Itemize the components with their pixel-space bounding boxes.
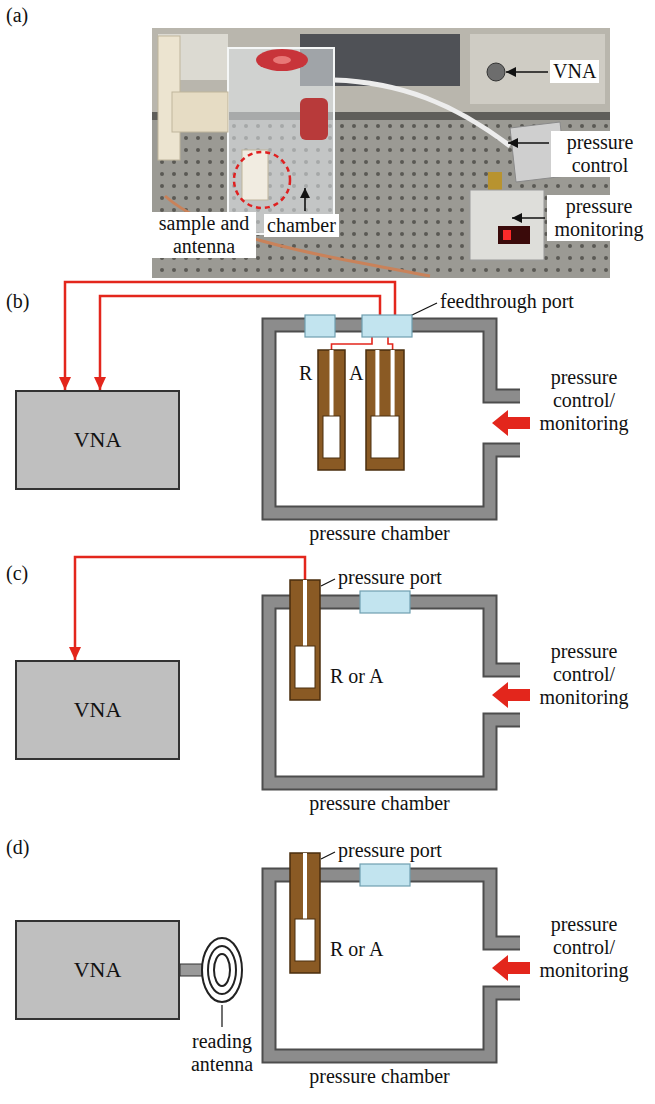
vna-panel	[470, 34, 605, 104]
sensor-probe	[290, 853, 320, 973]
part-label: pressure monitoring	[547, 195, 651, 241]
leader-lines	[222, 303, 437, 1027]
sensor-probe	[318, 350, 345, 470]
pointer-arrow	[304, 188, 306, 211]
probe-body	[366, 350, 404, 470]
reading-antenna-symbol	[180, 938, 242, 1002]
brass-fitting	[488, 172, 502, 190]
vna-port	[487, 63, 505, 81]
pressure-tube	[334, 80, 510, 146]
probe-window	[371, 416, 399, 458]
valve-bracket	[510, 122, 566, 182]
part-label: chamber	[264, 214, 339, 237]
port-box	[360, 864, 410, 886]
photo-ground	[152, 28, 610, 278]
pressure-chamber: pressure chamber	[262, 318, 497, 520]
red-lid-center	[273, 56, 291, 64]
box-label: VNA	[74, 427, 122, 453]
port-box	[360, 591, 410, 613]
probe-slit	[391, 350, 395, 416]
pressure-arrow	[492, 955, 530, 981]
highlight-circle	[234, 152, 290, 208]
probe-body	[318, 350, 345, 470]
flow-arrows	[492, 410, 530, 981]
probe-slit	[375, 350, 379, 416]
red-fitting	[300, 98, 328, 140]
pointer-arrow	[508, 142, 549, 144]
leader-line	[321, 852, 335, 859]
probe-slit	[303, 853, 307, 919]
pressure-arrow	[492, 682, 530, 708]
breadboard	[152, 120, 610, 278]
pressure-chamber: pressure chamber	[262, 595, 497, 790]
box-label: VNA	[74, 957, 122, 983]
red-lid	[256, 49, 308, 71]
chamber-caption: pressure chamber	[262, 1065, 497, 1088]
sensor-probe	[290, 580, 320, 700]
antenna-coil	[202, 938, 242, 1002]
sensor-label: R or A	[330, 938, 383, 961]
box-label: VNA	[74, 697, 122, 723]
probe-window	[323, 416, 340, 458]
probe-body	[290, 853, 320, 973]
flow-label: pressure control/ monitoring	[534, 913, 634, 982]
panel-letter: (a)	[6, 4, 28, 27]
gauge-display	[498, 226, 530, 244]
setup-photo	[152, 28, 610, 278]
holder-arm	[172, 92, 228, 132]
probe-slit	[330, 350, 334, 416]
pressure-chamber: pressure chamber	[262, 868, 497, 1063]
part-label: feedthrough port	[440, 290, 574, 313]
sensor-probe	[366, 350, 404, 470]
antenna-coil	[214, 954, 230, 986]
antenna-stub	[180, 964, 202, 976]
instrument-box: VNA	[15, 660, 180, 760]
antenna-coil	[208, 946, 236, 994]
sensor-letter: R	[299, 362, 312, 385]
pointer-arrow	[512, 217, 545, 219]
probe-slit	[303, 580, 307, 646]
flow-label: pressure control/ monitoring	[534, 366, 634, 435]
part-label: sample and antenna	[152, 212, 256, 258]
chamber-wall-edge	[269, 325, 520, 513]
part-label: reading antenna	[184, 1030, 260, 1076]
chamber-outline	[262, 868, 527, 1063]
instrument-box: VNA	[15, 390, 180, 490]
leader-line	[410, 303, 437, 316]
port-box	[362, 315, 412, 337]
probe-window	[295, 646, 315, 688]
port-box	[305, 315, 335, 337]
chamber-wall	[269, 325, 520, 513]
instrument-box: VNA	[15, 920, 180, 1020]
leader-line	[221, 1005, 222, 1027]
chamber-caption: pressure chamber	[262, 522, 497, 545]
chamber-outline	[262, 318, 527, 520]
acrylic-chamber	[228, 48, 334, 234]
probe-window	[295, 919, 315, 961]
flow-label: pressure control/ monitoring	[534, 640, 634, 709]
gauge-digit	[503, 230, 511, 240]
probe-body	[290, 580, 320, 700]
chamber-caption: pressure chamber	[262, 792, 497, 815]
part-label: pressure port	[338, 566, 442, 589]
sample-holder	[242, 150, 268, 200]
part-label: VNA	[550, 60, 599, 83]
pressure-arrow	[492, 410, 530, 436]
panel-letter: (d)	[6, 836, 29, 859]
chamber-outline	[262, 595, 527, 790]
pressure-gauge	[470, 190, 544, 260]
panel-letter: (b)	[6, 290, 29, 313]
panel-letter: (c)	[6, 562, 28, 585]
sensor-label: R or A	[330, 665, 383, 688]
leader-line	[321, 579, 335, 586]
photo-arrows	[305, 72, 549, 218]
part-label: pressure port	[338, 839, 442, 862]
pointer-arrow	[506, 71, 548, 73]
sensor-letter: A	[349, 362, 363, 385]
part-label: pressure control	[551, 131, 649, 177]
